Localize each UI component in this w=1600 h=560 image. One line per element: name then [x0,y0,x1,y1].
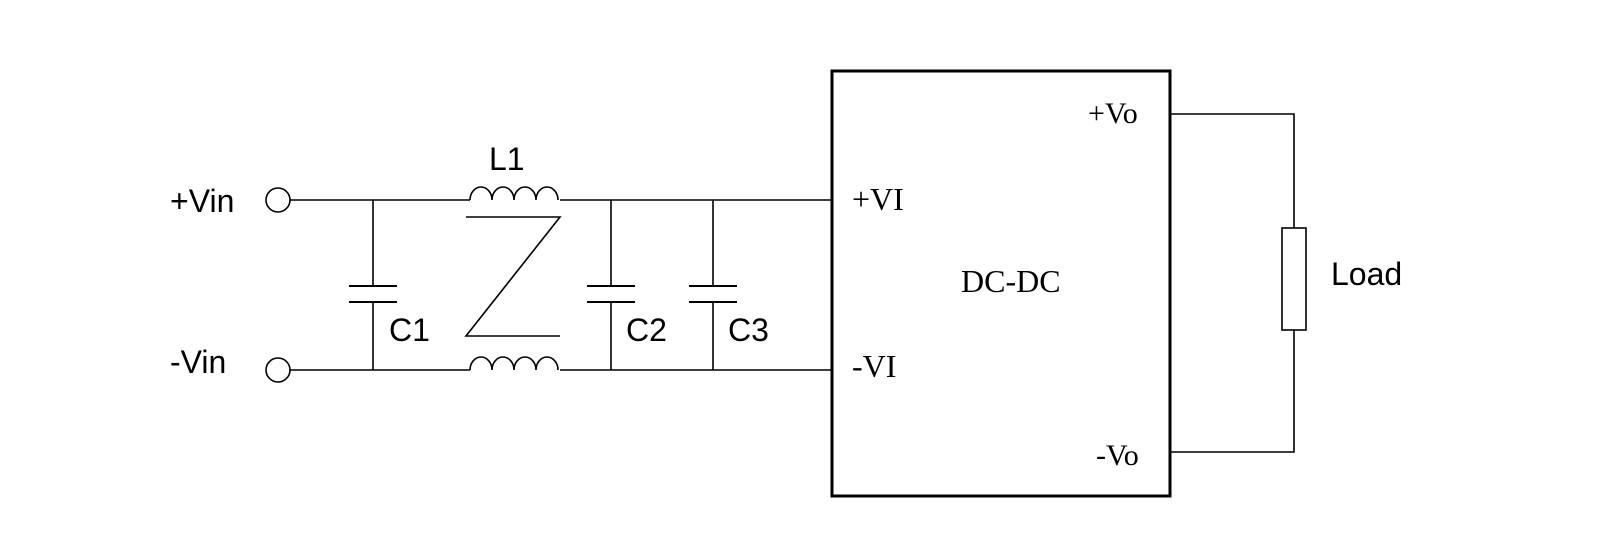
vin-plus-label: +Vin [170,183,234,219]
vo-minus-wire [1170,330,1295,453]
vin-plus-terminal [265,187,291,213]
module-label: DC-DC [961,263,1061,299]
vi-minus-label: -VI [852,348,896,384]
vo-plus-label: +Vo [1088,97,1138,130]
capacitor-c2 [587,200,635,370]
vin-minus-terminal [265,357,291,383]
l1-top-coil [469,186,559,201]
c2-label: C2 [626,312,667,348]
vo-minus-label: -Vo [1096,439,1139,472]
l1-label: L1 [489,141,525,177]
vi-plus-label: +VI [852,181,904,217]
l1-coupling-z-mark [464,216,562,337]
load-resistor [1281,227,1307,331]
c3-label: C3 [728,312,769,348]
capacitor-c1 [349,200,397,370]
capacitor-c3 [689,200,737,370]
c1-label: C1 [389,312,430,348]
vo-plus-wire [1170,113,1295,228]
load-label: Load [1331,256,1402,292]
vin-minus-label: -Vin [170,344,226,380]
l1-bottom-coil [469,356,559,371]
dc-dc-module-box [830,69,1172,498]
